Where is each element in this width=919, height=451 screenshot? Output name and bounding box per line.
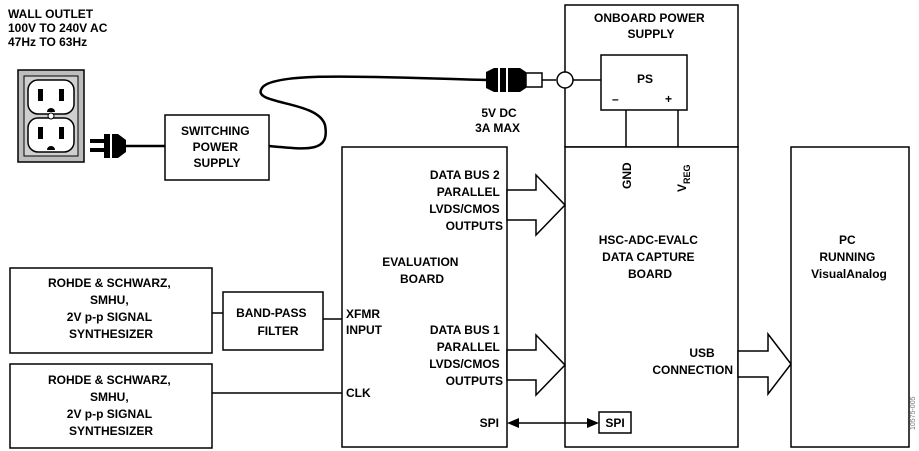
xfmr-input-label: XFMR INPUT bbox=[346, 307, 383, 337]
data-bus-2-arrow bbox=[506, 173, 567, 237]
data-capture-board-title: HSC-ADC-EVALC DATA CAPTURE BOARD bbox=[599, 233, 701, 281]
signal-synthesizer-2-label: ROHDE & SCHWARZ, SMHU, 2V p-p SIGNAL SYN… bbox=[48, 373, 174, 438]
gnd-label: GND bbox=[620, 162, 634, 189]
eval-spi-label: SPI bbox=[480, 416, 499, 430]
ps-minus-label: – bbox=[612, 92, 619, 106]
usb-arrow bbox=[737, 331, 792, 397]
band-pass-filter-box bbox=[222, 291, 324, 351]
signal-synthesizer-2-box bbox=[9, 363, 213, 449]
clk-label: CLK bbox=[346, 386, 371, 400]
capture-spi-box bbox=[598, 411, 632, 434]
capture-spi-label: SPI bbox=[605, 416, 624, 430]
spi-bidirectional-arrow bbox=[507, 418, 599, 428]
wall-outlet-icon bbox=[17, 69, 85, 163]
figure-id-label: 10575-005 bbox=[910, 396, 917, 430]
ac-plug-icon bbox=[90, 134, 165, 158]
vreg-label: VREG bbox=[675, 164, 692, 192]
dc-cable bbox=[259, 75, 489, 150]
data-capture-board-box bbox=[564, 146, 739, 448]
power-jack-icon bbox=[556, 71, 574, 89]
pc-label: PC RUNNING VisualAnalog bbox=[811, 233, 887, 281]
ps-label: PS bbox=[637, 72, 653, 86]
switching-power-supply-box bbox=[164, 114, 270, 181]
signal-synthesizer-1-label: ROHDE & SCHWARZ, SMHU, 2V p-p SIGNAL SYN… bbox=[48, 276, 174, 341]
ps-plus-label: + bbox=[665, 92, 672, 106]
data-bus-1-label: DATA BUS 1 PARALLEL LVDS/CMOS OUTPUTS bbox=[429, 323, 503, 388]
usb-connection-label: USB CONNECTION bbox=[652, 346, 733, 377]
signal-synthesizer-1-box bbox=[9, 267, 213, 354]
pc-box bbox=[790, 146, 910, 448]
evaluation-board-box bbox=[341, 146, 508, 448]
evaluation-board-title: EVALUATION BOARD bbox=[382, 255, 462, 286]
onboard-power-supply-title: ONBOARD POWER SUPPLY bbox=[594, 11, 708, 41]
dc-plug-icon bbox=[486, 68, 556, 92]
dc-spec-label: 5V DC 3A MAX bbox=[475, 106, 520, 135]
wall-outlet-label: WALL OUTLET 100V TO 240V AC 47Hz TO 63Hz bbox=[8, 7, 111, 49]
band-pass-filter-label: BAND-PASS FILTER bbox=[236, 306, 310, 338]
ps-box bbox=[600, 54, 688, 111]
switching-power-supply-label: SWITCHING POWER SUPPLY bbox=[181, 124, 253, 170]
data-bus-1-arrow bbox=[506, 333, 567, 397]
data-bus-2-label: DATA BUS 2 PARALLEL LVDS/CMOS OUTPUTS bbox=[429, 168, 503, 233]
